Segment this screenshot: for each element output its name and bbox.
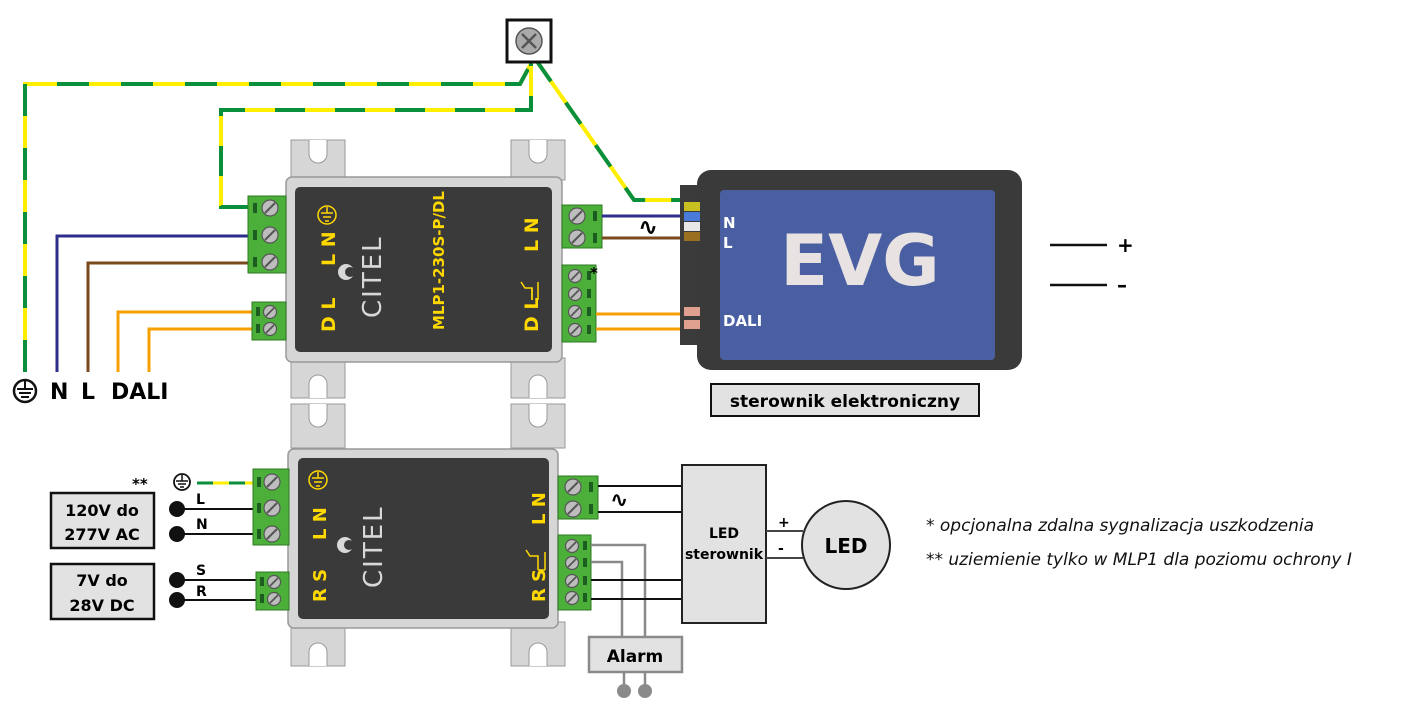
protective-earth-icon: [173, 473, 191, 491]
evg-caption-box: sterownik elektroniczny: [710, 383, 980, 417]
evg-pin-l: L: [723, 234, 733, 252]
top-output-wires: ∿: [596, 213, 690, 331]
input-dali-label: DALI: [111, 380, 169, 405]
relay-contact-icon: [520, 281, 539, 300]
dc-minus-label: –: [1117, 273, 1127, 297]
bottom-inputs: ** 120V do 277V AC 7V do 28V DC L N S R: [49, 473, 257, 621]
module-bottom-brand: CITEL: [359, 505, 389, 588]
evg-dc-output: + –: [1050, 233, 1134, 297]
terminal-block-left-power: [247, 195, 287, 274]
earth-wires: [23, 58, 690, 485]
module-bottom-right-rs: R S: [529, 569, 550, 602]
top-input-labels: N L DALI: [12, 378, 169, 405]
ac-box-line2: 277V AC: [64, 525, 139, 544]
evg-caption: sterownik elektroniczny: [730, 392, 960, 412]
led-plus-label: +: [778, 515, 790, 531]
evg-pin-dali: DALI: [723, 312, 762, 330]
terminal-block-right-power: [557, 475, 599, 520]
evg-pin-n: N: [723, 214, 736, 232]
citel-logo-icon: [338, 264, 355, 280]
module-top-left-ln: L N: [318, 231, 340, 266]
dc-box-line1: 7V do: [76, 571, 128, 590]
module-top-right-ln: L N: [521, 217, 543, 252]
module-bottom-left-ln: L N: [310, 507, 331, 540]
ac-l-label: L: [196, 492, 205, 508]
module-top-left-dl: D L: [318, 298, 340, 333]
evg-title: EVG: [780, 220, 939, 302]
footnote-2: ** uziemienie tylko w MLP1 dla poziomu o…: [926, 550, 1352, 570]
evg-ballast: N L DALI EVG: [680, 170, 1022, 370]
ground-terminal: [505, 18, 553, 64]
terminal-block-right-rs: [557, 534, 592, 611]
surge-module-bottom: L N R S CITEL L N R S: [252, 403, 599, 667]
ac-symbol: ∿: [610, 488, 628, 513]
surge-module-top: L N D L CITEL MLP1-230S-P/DL L N D L *: [247, 139, 603, 399]
ac-box-line1: 120V do: [65, 501, 139, 520]
bottom-output-wires: ∿: [591, 485, 682, 637]
led-label: LED: [824, 534, 867, 558]
terminal-block-right-dali: [561, 264, 597, 343]
footnote-1: * opcjonalna zdalna sygnalizacja uszkodz…: [926, 516, 1314, 536]
module-top-right-dl: D L: [521, 298, 543, 333]
input-l-label: L: [81, 380, 95, 405]
dc-r-label: R: [196, 584, 207, 600]
citel-logo-icon: [337, 537, 354, 553]
alarm-box: Alarm: [587, 635, 684, 698]
dc-plus-label: +: [1117, 233, 1134, 257]
dc-box-line2: 28V DC: [69, 596, 134, 615]
led-driver-line1: LED: [709, 526, 739, 542]
dc-s-label: S: [196, 563, 206, 579]
input-n-label: N: [50, 380, 68, 405]
protective-earth-icon: [12, 378, 38, 404]
module-top-brand: CITEL: [358, 235, 388, 318]
earth-symbol-icon: [308, 470, 328, 490]
terminal-block-right-power: [561, 204, 603, 249]
earth-symbol-icon: [317, 205, 337, 225]
led-driver-line2: sterownik: [685, 547, 764, 563]
led-minus-label: -: [778, 541, 784, 557]
ac-symbol: ∿: [638, 213, 658, 241]
module-bottom-left-rs: R S: [310, 569, 331, 602]
mounting-tab: [290, 403, 566, 667]
mounting-tab: [290, 139, 566, 399]
led-lamp: LED: [801, 500, 891, 590]
relay-contact-icon: [525, 549, 546, 571]
footnote-marker: *: [590, 264, 598, 282]
alarm-label: Alarm: [607, 647, 664, 667]
terminal-block-left-power: [252, 468, 290, 546]
terminal-block-left-rs: [255, 571, 290, 611]
ground-footnote-marker: **: [132, 475, 148, 493]
module-bottom-right-ln: L N: [529, 492, 550, 525]
top-input-wires: [55, 234, 255, 372]
footnotes: * opcjonalna zdalna sygnalizacja uszkodz…: [926, 516, 1352, 570]
terminal-block-left-dali: [251, 301, 287, 341]
module-top-model: MLP1-230S-P/DL: [430, 191, 448, 330]
led-driver: LED sterownik + -: [681, 464, 803, 624]
ac-n-label: N: [196, 517, 208, 533]
